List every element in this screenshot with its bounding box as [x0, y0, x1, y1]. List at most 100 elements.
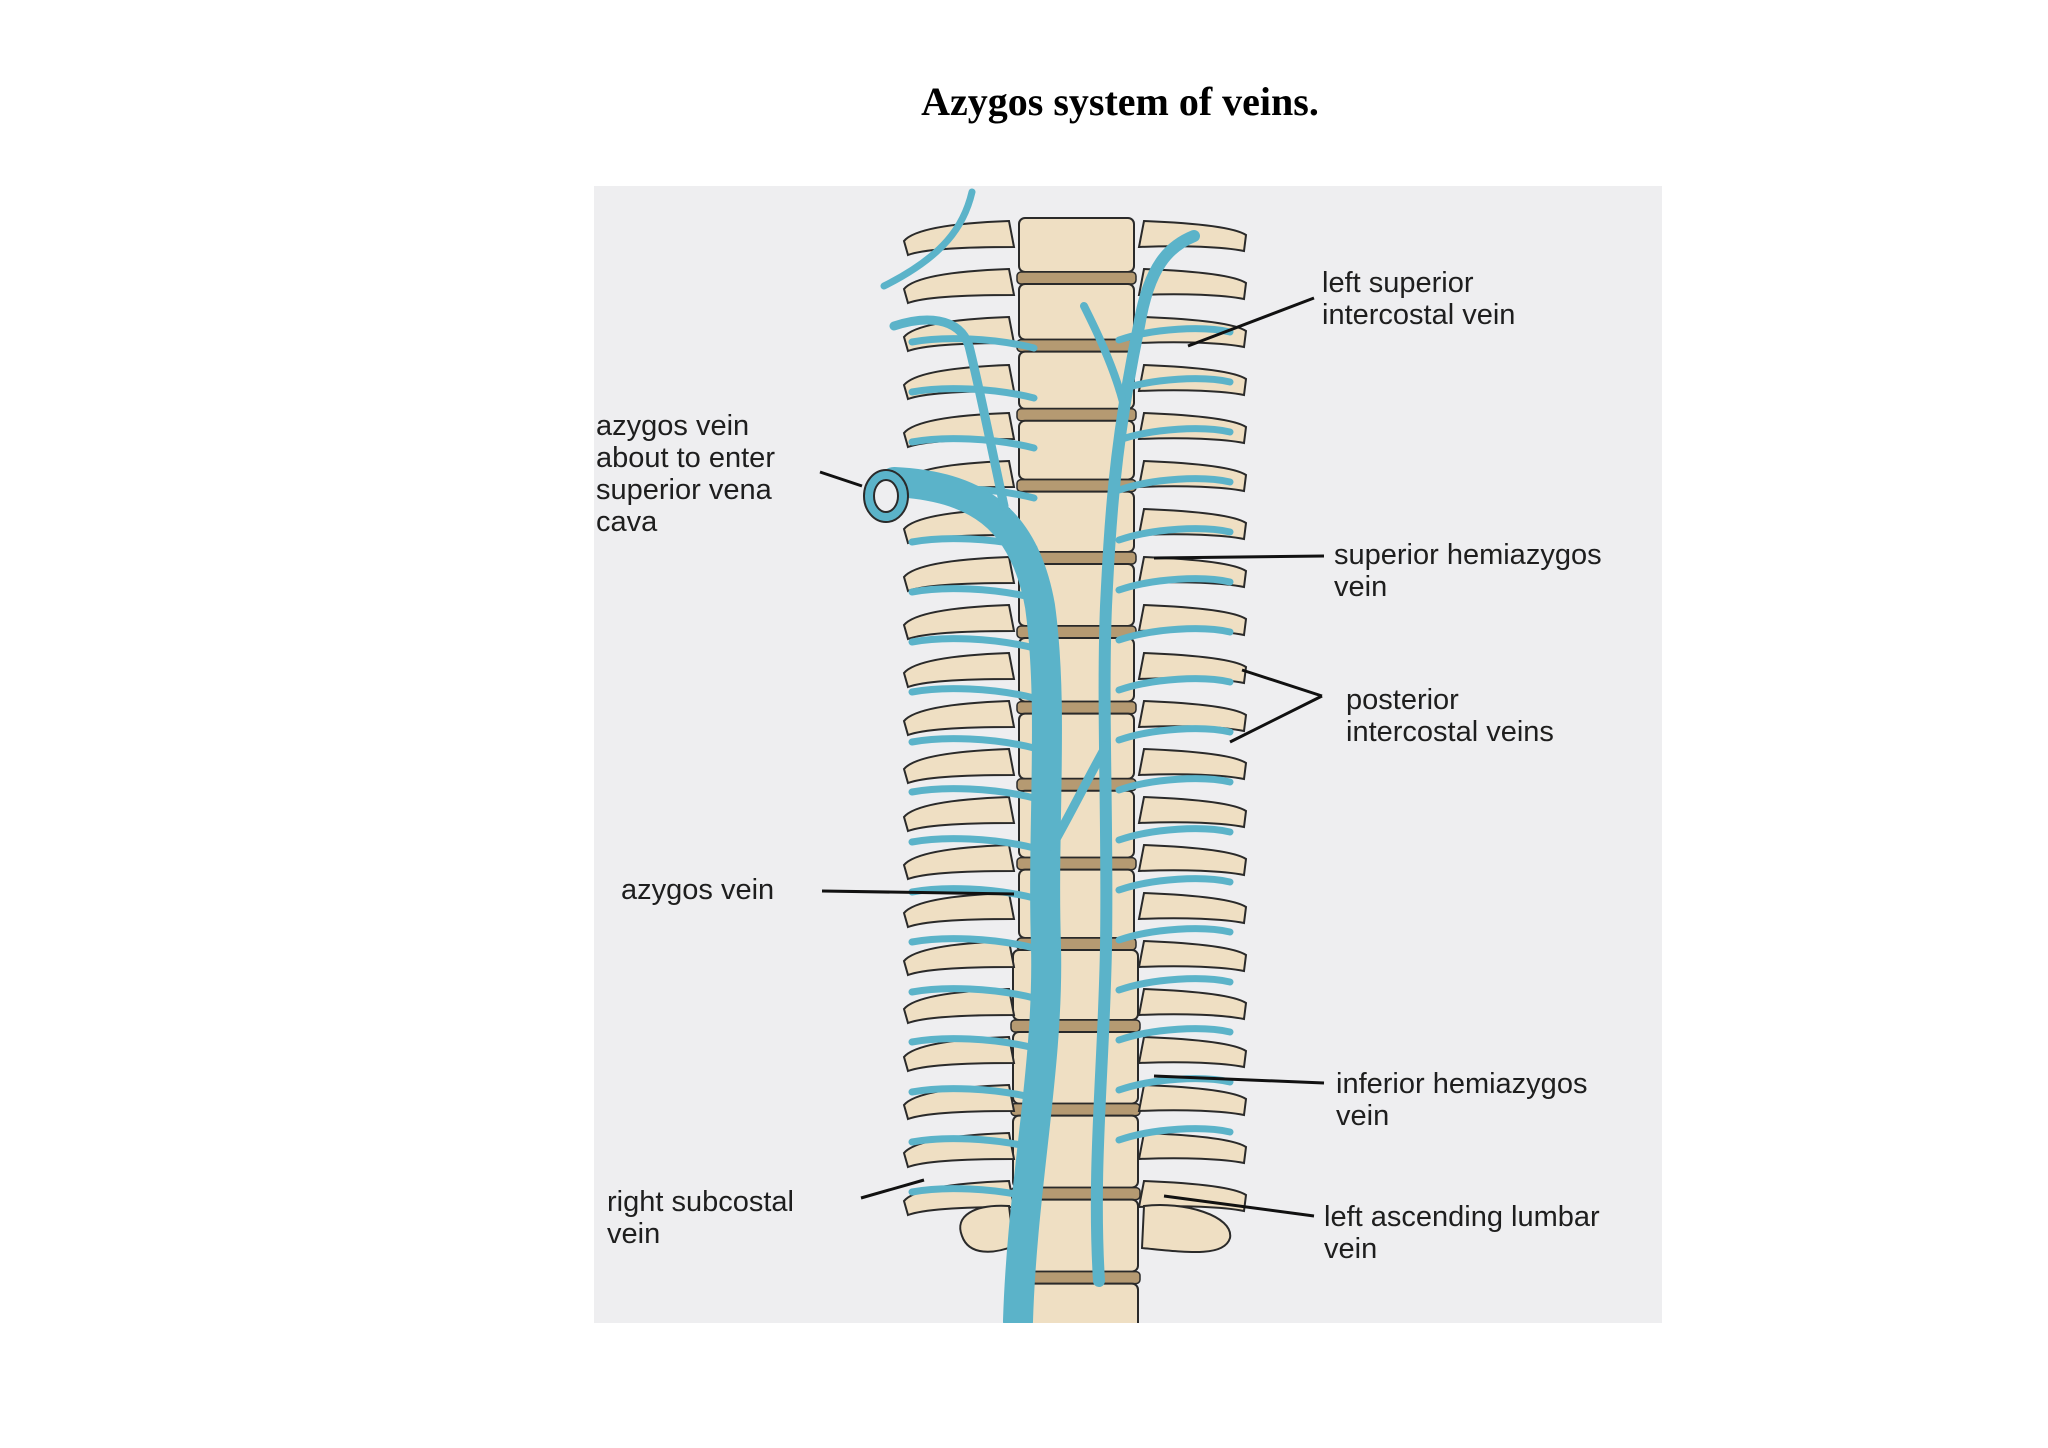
- label-inferior-hemiazygos-vein: inferior hemiazygos vein: [1336, 1068, 1587, 1132]
- vertebral-column: [902, 217, 1248, 1323]
- upper-right-vein: [880, 188, 976, 290]
- svg-text:superior hemiazygos: superior hemiazygos: [1334, 539, 1602, 571]
- label-left-superior-intercostal-vein: left superior intercostal vein: [1322, 267, 1515, 331]
- left-superior-intercostal-branch: [1080, 302, 1128, 410]
- svg-text:vein: vein: [1324, 1233, 1377, 1265]
- label-superior-hemiazygos-vein: superior hemiazygos vein: [1334, 539, 1602, 603]
- svg-text:azygos vein: azygos vein: [621, 874, 774, 906]
- posterior-intercostal-vein-right: [908, 585, 1038, 602]
- leader-lines: [819, 296, 1325, 1218]
- rib-left: [1137, 1035, 1248, 1069]
- rib-left: [1137, 267, 1248, 301]
- svg-text:inferior hemiazygos: inferior hemiazygos: [1336, 1068, 1587, 1100]
- leader-line: [1241, 668, 1323, 698]
- leader-line: [1153, 1074, 1325, 1085]
- rib-left: [1137, 1131, 1248, 1165]
- rib-right: [902, 795, 1016, 833]
- rib-right: [902, 267, 1016, 305]
- svg-text:vein: vein: [607, 1218, 660, 1250]
- posterior-intercostal-vein-right: [908, 835, 1038, 852]
- svg-text:left ascending lumbar: left ascending lumbar: [1324, 1201, 1600, 1233]
- leader-line: [1229, 694, 1323, 744]
- posterior-intercostal-vein-right: [908, 1085, 1038, 1102]
- azygos-diagram: left superior intercostal vein azygos ve…: [594, 186, 1662, 1323]
- posterior-intercostal-vein-right: [908, 685, 1038, 702]
- rib-left: [1137, 891, 1248, 925]
- rib-right: [902, 555, 1016, 593]
- svg-text:intercostal veins: intercostal veins: [1346, 716, 1554, 748]
- label-left-ascending-lumbar-vein: left ascending lumbar vein: [1324, 1201, 1600, 1265]
- posterior-intercostal-vein-left: [1115, 1125, 1234, 1144]
- veins: [863, 188, 1234, 1323]
- svg-text:intercostal vein: intercostal vein: [1322, 299, 1515, 331]
- rib-right: [902, 603, 1016, 641]
- posterior-intercostal-vein-left: [1115, 625, 1234, 644]
- posterior-intercostal-vein-right: [908, 635, 1038, 652]
- page-title: Azygos system of veins.: [921, 79, 1319, 124]
- rib-left: [1137, 1083, 1248, 1117]
- hemiazygos-vein: [1090, 230, 1200, 1287]
- rib-left: [1137, 795, 1248, 829]
- posterior-intercostal-vein-left: [1115, 475, 1234, 494]
- transverse-process-right: [959, 1204, 1016, 1253]
- rib-left: [1137, 699, 1248, 733]
- rib-right: [902, 891, 1016, 929]
- posterior-intercostal-vein-right: [908, 935, 1038, 952]
- rib-left: [1137, 843, 1248, 877]
- posterior-intercostal-vein-right: [908, 885, 1038, 902]
- leader-line: [1187, 296, 1315, 348]
- svg-text:posterior: posterior: [1346, 684, 1459, 716]
- vertebral-body: [1018, 283, 1135, 341]
- posterior-intercostal-vein-left: [1115, 825, 1234, 844]
- rib-right: [902, 939, 1016, 977]
- posterior-intercostal-vein-right: [908, 985, 1038, 1002]
- posterior-intercostal-vein-right: [908, 435, 1038, 452]
- posterior-intercostal-vein-left: [1115, 925, 1234, 944]
- posterior-intercostal-vein-left: [1115, 875, 1234, 894]
- svg-text:superior vena: superior vena: [596, 474, 773, 506]
- svg-text:azygos vein: azygos vein: [596, 410, 749, 442]
- leader-line: [1163, 1194, 1315, 1218]
- posterior-intercostal-vein-left: [1115, 725, 1234, 744]
- right-superior-intercostal-vein: [889, 315, 1009, 511]
- label-posterior-intercostal-veins: posterior intercostal veins: [1346, 684, 1554, 748]
- rib-left: [1137, 987, 1248, 1021]
- vertebral-body: [1018, 217, 1135, 273]
- rib-right: [902, 747, 1016, 785]
- posterior-intercostal-vein-left: [1115, 975, 1234, 994]
- posterior-intercostal-vein-left: [1115, 575, 1234, 594]
- rib-right: [902, 699, 1016, 737]
- label-right-subcostal-vein: right subcostal vein: [607, 1186, 794, 1250]
- svg-text:vein: vein: [1334, 571, 1387, 603]
- posterior-intercostal-vein-left: [1115, 425, 1234, 444]
- posterior-intercostal-vein-right: [908, 385, 1038, 402]
- transverse-process-left: [1140, 1204, 1232, 1254]
- rib-right: [902, 987, 1016, 1025]
- posterior-intercostal-vein-left: [1115, 325, 1234, 344]
- posterior-intercostal-vein-right: [908, 1035, 1038, 1052]
- svg-text:cava: cava: [596, 506, 658, 538]
- svg-text:left superior: left superior: [1322, 267, 1474, 299]
- azygos-vein-lumen: [873, 479, 899, 513]
- svg-text:right subcostal: right subcostal: [607, 1186, 794, 1218]
- rib-left: [1137, 747, 1248, 781]
- label-azygos-vein-about-to-enter-svc: azygos vein about to enter superior vena…: [596, 410, 775, 538]
- rib-right: [902, 843, 1016, 881]
- leader-line: [819, 470, 863, 488]
- svg-text:vein: vein: [1336, 1100, 1389, 1132]
- posterior-intercostal-vein-left: [1115, 775, 1234, 794]
- posterior-intercostal-vein-left: [1115, 675, 1234, 694]
- label-azygos-vein: azygos vein: [621, 874, 774, 906]
- posterior-intercostal-vein-left: [1115, 1075, 1234, 1094]
- hemiazygos-crossing-vein: [1047, 741, 1111, 851]
- azygos-vein: [879, 467, 1062, 1323]
- intervertebral-disc: [1016, 271, 1137, 285]
- posterior-intercostal-vein-right: [908, 735, 1038, 752]
- posterior-intercostal-vein-left: [1115, 525, 1234, 544]
- leader-line: [860, 1178, 925, 1200]
- svg-text:about to enter: about to enter: [596, 442, 775, 474]
- posterior-intercostal-vein-right: [908, 785, 1038, 802]
- leader-line: [1153, 554, 1325, 560]
- rib-right: [902, 651, 1016, 689]
- posterior-intercostal-vein-left: [1115, 1025, 1234, 1044]
